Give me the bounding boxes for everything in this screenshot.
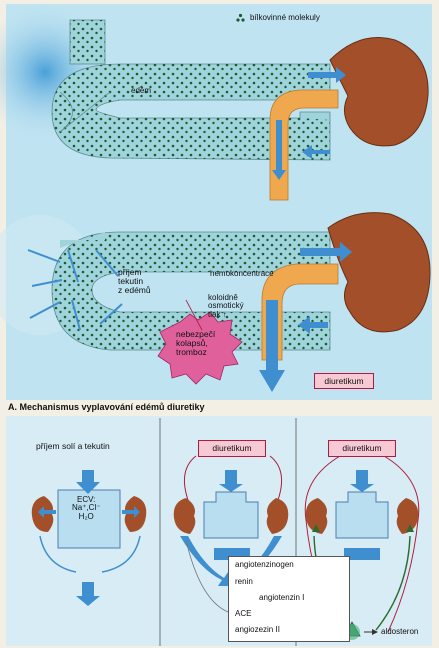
cascade-angiotensinogen: angiotenzinogen bbox=[235, 561, 294, 569]
ecv-label: ECV: Na⁺,Cl⁻ H₂O bbox=[72, 496, 100, 521]
oncotic-pressure-label: koloidně osmotický tlak ↑ bbox=[208, 294, 244, 319]
cascade-renin: renin bbox=[235, 578, 253, 586]
legend-label: bílkovinné molekuly bbox=[250, 14, 320, 22]
cascade-ace: ACE bbox=[235, 610, 251, 618]
cascade-angiotensin-2: angiozezin II bbox=[235, 626, 280, 634]
diuretic-box-b1: diuretikum bbox=[198, 440, 266, 457]
kidney-bottom bbox=[328, 213, 430, 332]
danger-label: nebezpečí kolapsů, tromboz bbox=[176, 330, 215, 357]
legend-dots-icon bbox=[236, 14, 244, 22]
kidney-top bbox=[330, 38, 428, 146]
aldosterone-label: aldosteron bbox=[381, 628, 418, 636]
raas-cascade-box: angiotenzinogen renin angiotenzin I ACE … bbox=[228, 556, 350, 642]
diuretic-box-a: diuretikum bbox=[314, 373, 374, 389]
hemoconcentration-label: hemokoncentrace bbox=[210, 270, 274, 278]
diuretic-box-b2: diuretikum bbox=[328, 440, 396, 457]
cascade-angiotensin-1: angiotenzin I bbox=[259, 594, 304, 602]
aldosteron-arrowhead-icon bbox=[372, 629, 378, 635]
figure-caption: A. Mechanismus vyplavování edémů diureti… bbox=[8, 402, 205, 412]
section-1-diagram bbox=[32, 470, 147, 606]
edema-label: edém bbox=[131, 87, 151, 95]
fluid-intake-label: příjem tekutin z edémů bbox=[118, 268, 151, 295]
salt-intake-label: příjem solí a tekutin bbox=[36, 442, 110, 451]
